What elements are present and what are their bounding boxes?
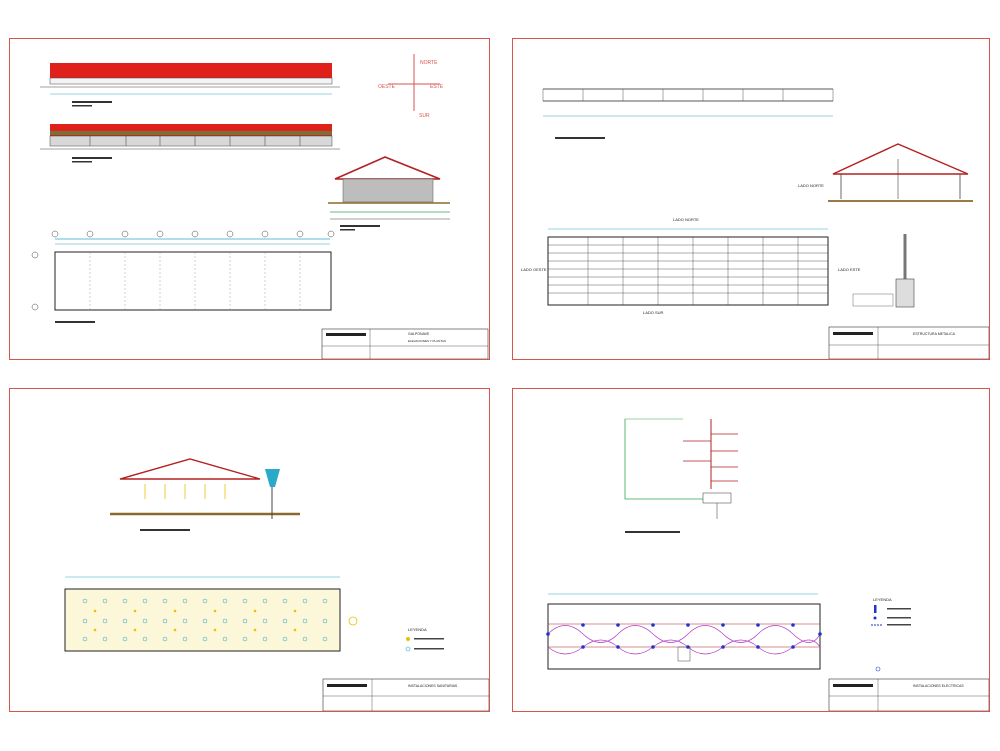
legend-title: LEYENDA xyxy=(408,627,427,632)
floor-plan xyxy=(31,230,335,323)
sanitary-plan xyxy=(64,576,358,652)
label-plan-left: LADO OESTE xyxy=(521,267,547,272)
label-plan-top: LADO NORTE xyxy=(673,217,699,222)
tb-title: INSTALACIONES SANITARIAS xyxy=(408,684,458,688)
label-plan-right: LADO ESTE xyxy=(838,267,861,272)
sanitary-section xyxy=(110,458,300,531)
drawing-electrical: LEYENDA INSTALACIONES ELECTRICAS xyxy=(546,418,989,711)
sheet-structure: LADO NORTE LADO NORTE LADO OESTE LADO ES… xyxy=(512,38,990,360)
cross-section: LADO NORTE xyxy=(798,143,973,202)
sheet-sanitary: LEYENDA INSTALACIONES SANITARIAS xyxy=(9,388,490,712)
north-arrow: NORTE SUR ESTE OESTE xyxy=(378,54,444,119)
elevation-south xyxy=(40,124,340,163)
tb-sub: ELEVACIONES Y PLANTAS xyxy=(408,339,446,343)
sheet-elevations-plan: NORTE SUR ESTE OESTE xyxy=(9,38,490,360)
title-block: INSTALACIONES ELECTRICAS xyxy=(828,678,989,711)
structure-elevation xyxy=(542,88,834,139)
title-block: ESTRUCTURA METALICA xyxy=(828,326,989,359)
legend-title: LEYENDA xyxy=(873,597,892,602)
label-south: SUR xyxy=(419,113,430,119)
foundation-detail xyxy=(852,234,915,308)
title-block: INSTALACIONES SANITARIAS xyxy=(322,678,489,711)
elevation-north xyxy=(40,63,340,107)
label-side-left: LADO NORTE xyxy=(798,183,824,188)
tb-title: ESTRUCTURA METALICA xyxy=(913,332,956,336)
legend: LEYENDA xyxy=(871,597,911,626)
tb-title: INSTALACIONES ELECTRICAS xyxy=(913,684,964,688)
electrical-diagram xyxy=(624,418,738,533)
drawing-sanitary: LEYENDA INSTALACIONES SANITARIAS xyxy=(64,458,489,711)
label-north: NORTE xyxy=(420,60,438,66)
title-block: GALPONAVE ELEVACIONES Y PLANTAS xyxy=(321,328,489,359)
label-east: ESTE xyxy=(430,84,444,90)
roof-plan: LADO NORTE LADO OESTE LADO ESTE LADO SUR xyxy=(521,217,861,315)
side-elevation xyxy=(328,156,450,231)
electrical-plan xyxy=(546,593,881,672)
drawing-elevations: NORTE SUR ESTE OESTE xyxy=(31,54,489,359)
drawing-structure: LADO NORTE LADO NORTE LADO OESTE LADO ES… xyxy=(521,88,989,359)
tb-title: GALPONAVE xyxy=(408,332,430,336)
label-plan-bottom: LADO SUR xyxy=(643,310,664,315)
legend: LEYENDA xyxy=(405,627,444,652)
sheet-electrical: LEYENDA INSTALACIONES ELECTRICAS xyxy=(512,388,990,712)
label-west: OESTE xyxy=(378,84,396,90)
